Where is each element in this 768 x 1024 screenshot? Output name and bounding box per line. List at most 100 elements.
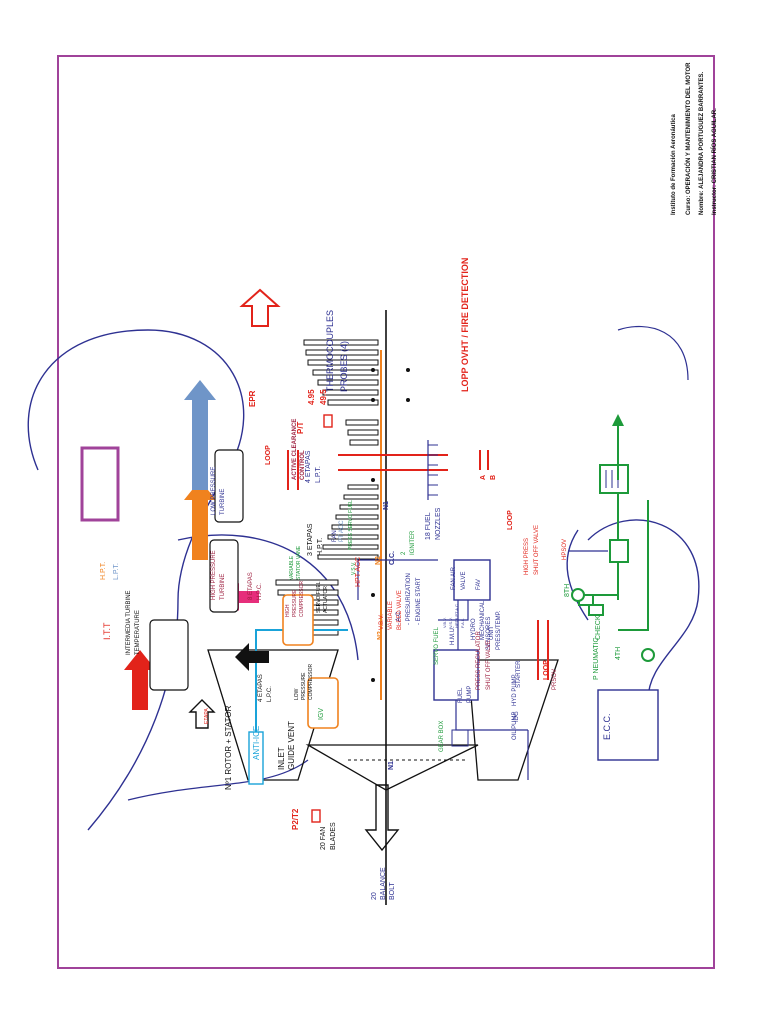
b-label: B xyxy=(490,475,497,480)
title-name: Nombre: ALEJANDRA PORTUGUEZ BARRANTES. xyxy=(699,71,705,215)
pt-label: P/T xyxy=(296,421,305,434)
fan-blade-lower xyxy=(467,659,559,781)
hpt-small: H.P.T. xyxy=(100,562,107,580)
itt-box xyxy=(149,619,189,691)
loop-label-bottom: LOOP xyxy=(543,660,550,680)
servo-actuator-label: SERVO FUELACTUATOR xyxy=(316,581,329,613)
gear-box-label: GEAR BOX xyxy=(439,721,445,752)
ids-box xyxy=(451,729,469,747)
anti-ice-box xyxy=(248,731,264,785)
fan-exhaust-outline xyxy=(617,325,689,381)
vsv-label: V.S.V. xyxy=(351,562,357,575)
exhaust-arrow xyxy=(364,784,400,852)
nacelle-lower xyxy=(27,329,149,471)
hpsov-label: HPSOV xyxy=(562,539,568,560)
diagram-text-layer: Instituto de Formación Aeronáutica Curso:… xyxy=(100,62,718,900)
anti-ice-label: ANTI-ICE xyxy=(252,726,261,760)
hpt-acc-label: HPT ACC xyxy=(355,557,362,587)
check-label: CHECK xyxy=(595,615,602,640)
lpt-arrow xyxy=(184,380,216,490)
fourth-stage-port xyxy=(641,648,655,662)
etapa-arrow xyxy=(188,699,216,729)
ids-label: IDG xyxy=(514,711,520,722)
n1-left: N1 xyxy=(388,761,395,770)
bleed-green-lines xyxy=(568,414,649,631)
fan-label: FAN xyxy=(332,530,338,542)
hmu-list-label: V.B.V.V.S.V.HPT/LPT A.C.F.A.L. xyxy=(442,603,465,628)
anti-ice-line xyxy=(255,629,348,760)
lpc-box xyxy=(307,677,339,729)
servo-fuel-label: SERVO FUEL xyxy=(434,626,440,665)
title-institute: Instituto de Formación Aeronáutica xyxy=(671,114,677,215)
hpt-blades xyxy=(345,419,379,446)
itt-label: I.T.T xyxy=(102,622,112,640)
pt-acc-label: PT ACC xyxy=(339,520,345,542)
igv-label: IGV xyxy=(318,708,325,720)
inlet-lip xyxy=(127,759,309,801)
hpc-blades xyxy=(317,484,379,560)
loop-label-mid: LOOP xyxy=(507,510,514,530)
lpc-box-label: LOWPRESSURECOMPRESSOR xyxy=(294,663,314,700)
rotor-stator-label: Nº1 ROTOR + STATOR xyxy=(224,705,233,790)
nacelle-upper xyxy=(87,329,245,831)
core-cowl xyxy=(177,534,359,661)
eighth-label: 8TH xyxy=(564,584,571,597)
bleed-duct-outline xyxy=(587,519,700,701)
n2-right: N2 xyxy=(375,556,382,565)
hpc-box-label: HIGHPRESSURECOMPRESSOR xyxy=(285,580,305,617)
lpt-box xyxy=(214,449,244,523)
bleed-duct-lower xyxy=(566,529,589,621)
ecc-box xyxy=(597,689,659,761)
p2t2-sensor xyxy=(311,809,321,823)
starter-label: STARTER xyxy=(516,660,522,688)
oil-pump-label: OIL PUMP xyxy=(512,712,518,740)
marker-dots xyxy=(371,368,410,682)
loop-label-top: LOOP xyxy=(265,445,272,465)
hpc-box xyxy=(282,594,314,646)
itt-arrow xyxy=(124,650,156,710)
hyd-pump-label: HYD PUMP xyxy=(512,674,518,706)
hmu-label: H.M.U. xyxy=(450,626,456,645)
page-frame xyxy=(57,55,715,969)
variable-stator-label: VARIABLESTATOR VANE xyxy=(289,545,302,580)
a-label: A xyxy=(480,475,487,480)
fan-hub xyxy=(305,744,479,791)
fan-blade-upper xyxy=(207,649,339,781)
p2t2-label: P2/T2 xyxy=(291,808,300,830)
inlet-label: INLETGUIDE VENT xyxy=(277,721,296,770)
fav-label: FAV xyxy=(476,579,482,590)
lpc-arrow xyxy=(235,643,269,671)
hpt-box xyxy=(209,539,239,613)
prsov-label: PRSOV xyxy=(552,669,558,690)
active-clearance-box xyxy=(80,446,120,522)
lpt-small: L.P.T. xyxy=(113,563,120,580)
n1-right: N1 xyxy=(383,501,390,510)
press-servo-label: PRESS SERVO FUEL xyxy=(348,500,354,550)
fuel-nozzle-comb xyxy=(427,440,438,500)
cc-label: C.C. xyxy=(389,551,396,565)
title-course: Curso: OPERACIÓN Y MANTENIMIENTO DEL MOT… xyxy=(684,62,692,215)
eighth-stage-port xyxy=(571,588,585,602)
title-instructor: Instructor: CRISTIAN RÍOS AGUILAR. xyxy=(710,108,718,215)
pt-sensor xyxy=(323,414,333,428)
lopp-label: LOPP OVHT / FIRE DETECTION xyxy=(460,258,470,392)
